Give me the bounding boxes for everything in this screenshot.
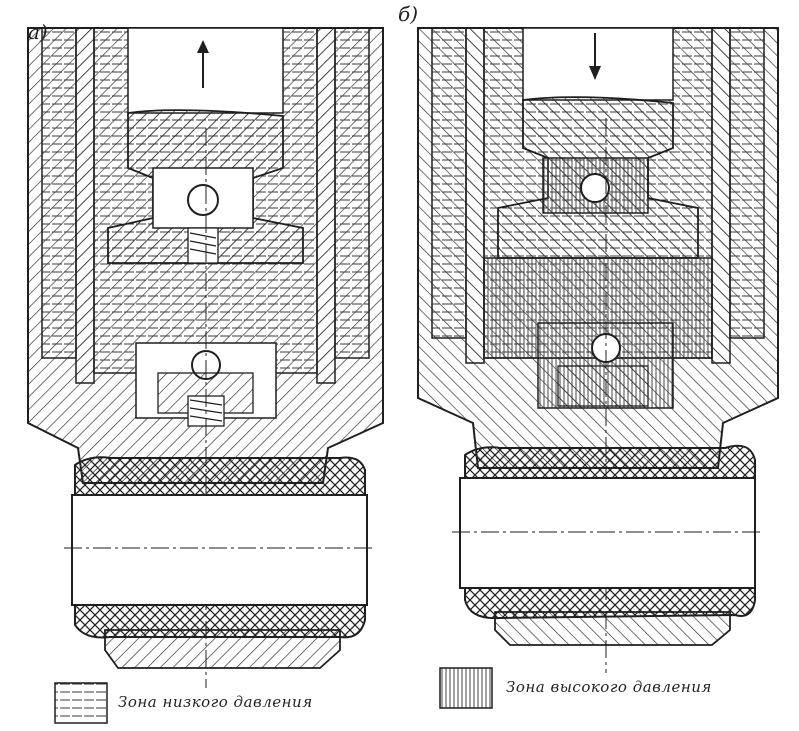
panel-b-eye-bushing [452,444,762,646]
legend-high-pressure-label: Зона высокого давления [506,678,712,696]
panel-b-label: б) [398,2,419,26]
legend-swatch-low [54,682,108,724]
panel-b-high-pressure [417,27,779,673]
panel-a-label: а) [28,20,48,44]
legend-low-pressure-label: Зона низкого давления [118,693,313,711]
panel-a-eye-bushing [64,456,372,669]
legend-swatch-high [439,667,493,709]
panel-a-low-pressure [27,27,384,688]
